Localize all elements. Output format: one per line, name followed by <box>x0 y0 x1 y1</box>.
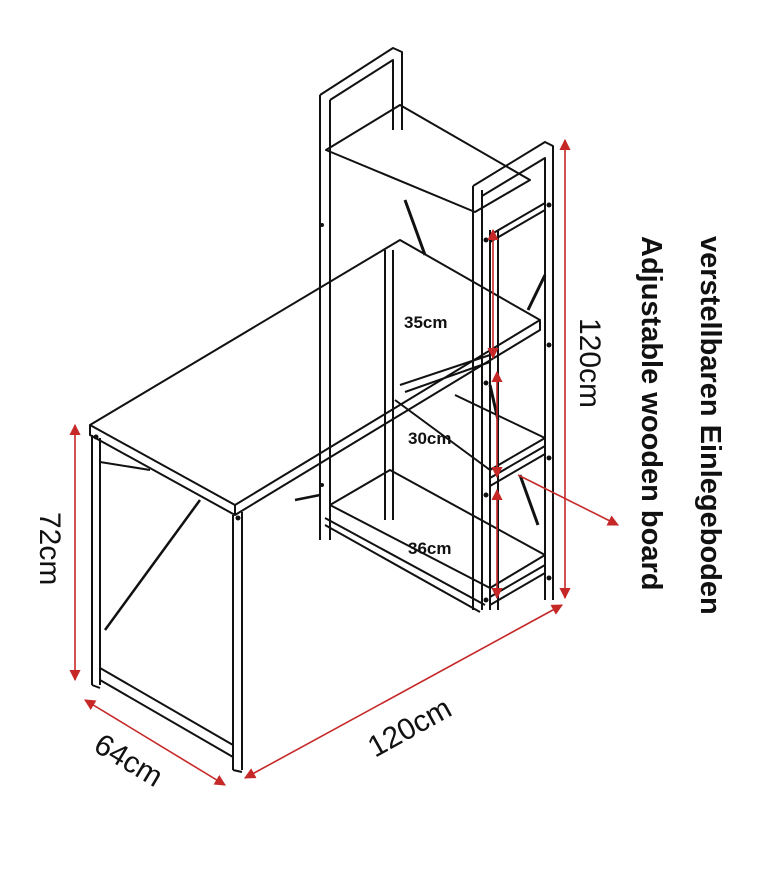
side-text-german: verstellbaren Einlegeboden <box>694 236 726 615</box>
dimension-arrows <box>69 138 620 786</box>
label-shelf-30: 30cm <box>408 429 451 448</box>
desk-frame <box>89 47 554 773</box>
label-desk-width: 120cm <box>362 692 457 765</box>
side-text-english: Adjustable wooden board <box>635 236 667 591</box>
label-desk-height: 72cm <box>33 512 66 585</box>
width-arrow-120 <box>244 604 563 779</box>
shelf-holes <box>93 202 552 603</box>
board-pointer-arrow <box>517 474 620 526</box>
label-shelf-35: 35cm <box>404 313 447 332</box>
depth-arrow-64 <box>84 699 226 786</box>
label-desk-depth: 64cm <box>88 728 168 794</box>
label-shelf-height: 120cm <box>573 318 606 408</box>
label-shelf-36: 36cm <box>408 539 451 558</box>
